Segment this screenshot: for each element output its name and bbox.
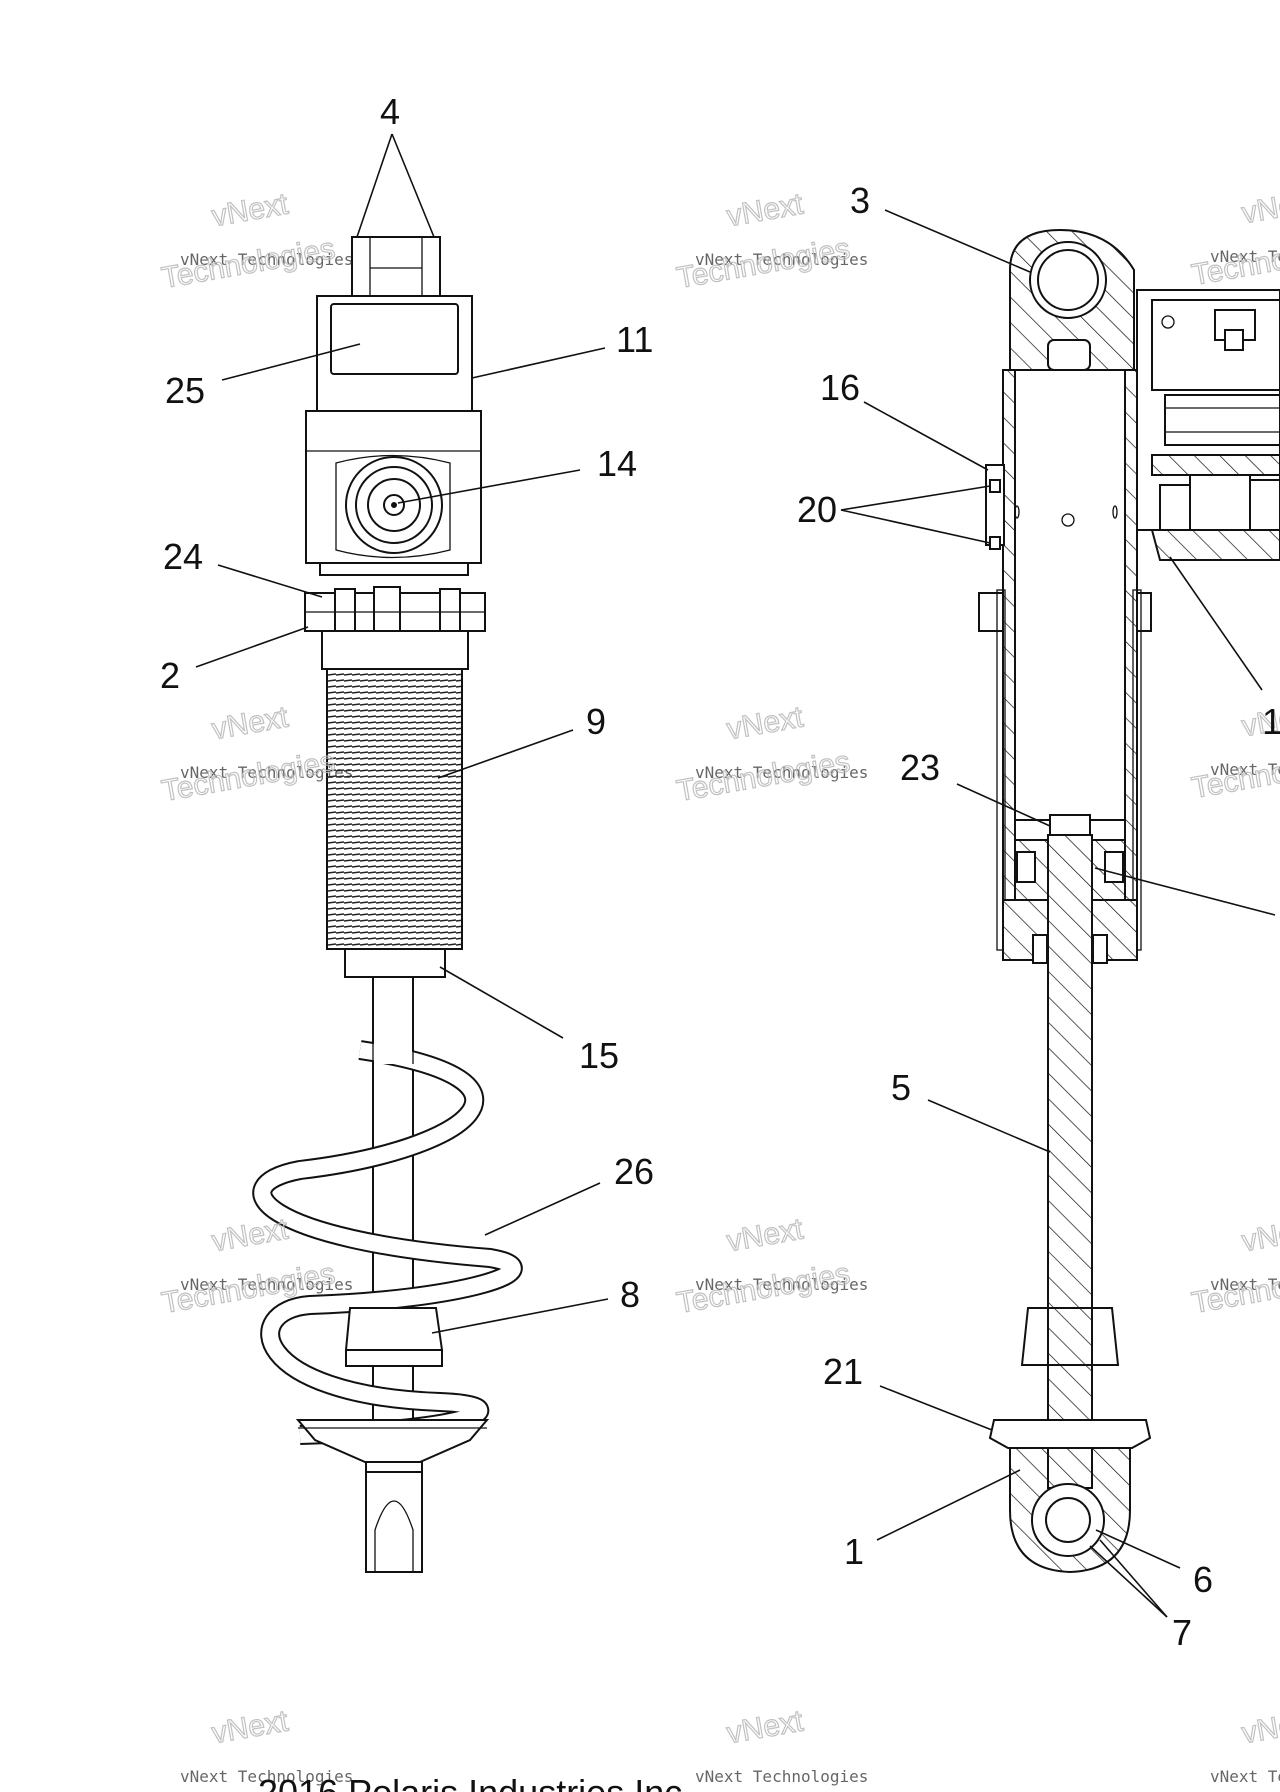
callout-6: 6 [1193,1559,1213,1600]
svg-text:vNext Technologies: vNext Technologies [180,1767,353,1786]
callout-2: 2 [160,655,180,696]
svg-text:vNext Technologies: vNext Technologies [1210,1275,1280,1294]
callout-20: 20 [797,489,837,530]
callout-numbers: 4 25 11 14 24 2 9 15 26 8 3 16 20 1 23 5… [160,91,1280,1653]
callout-4: 4 [380,91,400,132]
callout-9: 9 [586,701,606,742]
callout-21: 21 [823,1351,863,1392]
svg-text:vNext: vNext [1239,1705,1280,1751]
outer-seal-band [985,464,1005,546]
svg-text:vNext Technologies: vNext Technologies [180,763,353,782]
svg-text:Technologies: Technologies [159,232,337,295]
svg-text:vNext Technologies: vNext Technologies [1210,1767,1280,1786]
svg-text:vNext Technologies: vNext Technologies [695,250,868,269]
callout-15: 15 [579,1035,619,1076]
svg-text:Technologies: Technologies [159,745,337,808]
callout-25: 25 [165,370,205,411]
svg-text:vNext: vNext [724,1213,806,1259]
callout-16: 16 [820,367,860,408]
svg-text:Technologies: Technologies [1189,742,1280,805]
callout-24: 24 [163,536,203,577]
svg-text:vNext Technologies: vNext Technologies [695,763,868,782]
svg-text:Technologies: Technologies [674,745,852,808]
bearing-cap [344,948,446,978]
svg-text:vNext: vNext [1239,185,1280,231]
svg-text:vNext: vNext [724,701,806,747]
svg-text:vNext Technologies: vNext Technologies [1210,760,1280,779]
callout-5: 5 [891,1067,911,1108]
cylinder-wall-right [1124,369,1138,961]
svg-text:vNext Technologies: vNext Technologies [695,1767,868,1786]
shock-section-view [978,228,1280,1574]
piston-rod [1047,834,1093,1501]
svg-text:vNext: vNext [724,188,806,234]
piggyback-reservoir [1136,289,1280,561]
callout-26: 26 [614,1151,654,1192]
decal-panel [330,303,459,375]
svg-text:vNext Technologies: vNext Technologies [695,1275,868,1294]
svg-text:vNext: vNext [209,1705,291,1751]
callout-cut-right-1: 1 [1262,701,1280,742]
callout-23: 23 [900,747,940,788]
lower-spring-seat [295,1419,490,1463]
o-ring [319,562,469,576]
svg-text:vNext: vNext [724,1705,806,1751]
spring [252,1040,523,1445]
cylinder-bore [1014,369,1126,821]
leader-lines [195,133,1276,1618]
svg-text:vNext: vNext [1239,1213,1280,1259]
svg-text:Technologies: Technologies [674,1257,852,1320]
bump-stop [344,1307,444,1351]
svg-text:Technologies: Technologies [1189,229,1280,292]
callout-1: 1 [844,1531,864,1572]
air-valve-fitting [351,236,441,298]
svg-text:vNext Technologies: vNext Technologies [1210,247,1280,266]
lower-spring-seat-section [988,1419,1152,1449]
copyright-caption: 2016 Polaris Industries Inc. [258,1772,692,1792]
compression-adjuster-knob [345,456,443,554]
callout-11: 11 [616,319,653,360]
svg-text:vNext: vNext [209,701,291,747]
threaded-shock-body [326,668,463,950]
shock-external-view [252,236,523,1573]
callout-8: 8 [620,1274,640,1315]
svg-text:vNext: vNext [209,188,291,234]
svg-text:vNext Technologies: vNext Technologies [180,1275,353,1294]
callout-7: 7 [1172,1612,1192,1653]
callout-14: 14 [597,443,637,484]
callout-3: 3 [850,180,870,221]
svg-text:Technologies: Technologies [1189,1257,1280,1320]
svg-text:vNext: vNext [209,1213,291,1259]
svg-text:Technologies: Technologies [674,232,852,295]
svg-text:vNext Technologies: vNext Technologies [180,250,353,269]
